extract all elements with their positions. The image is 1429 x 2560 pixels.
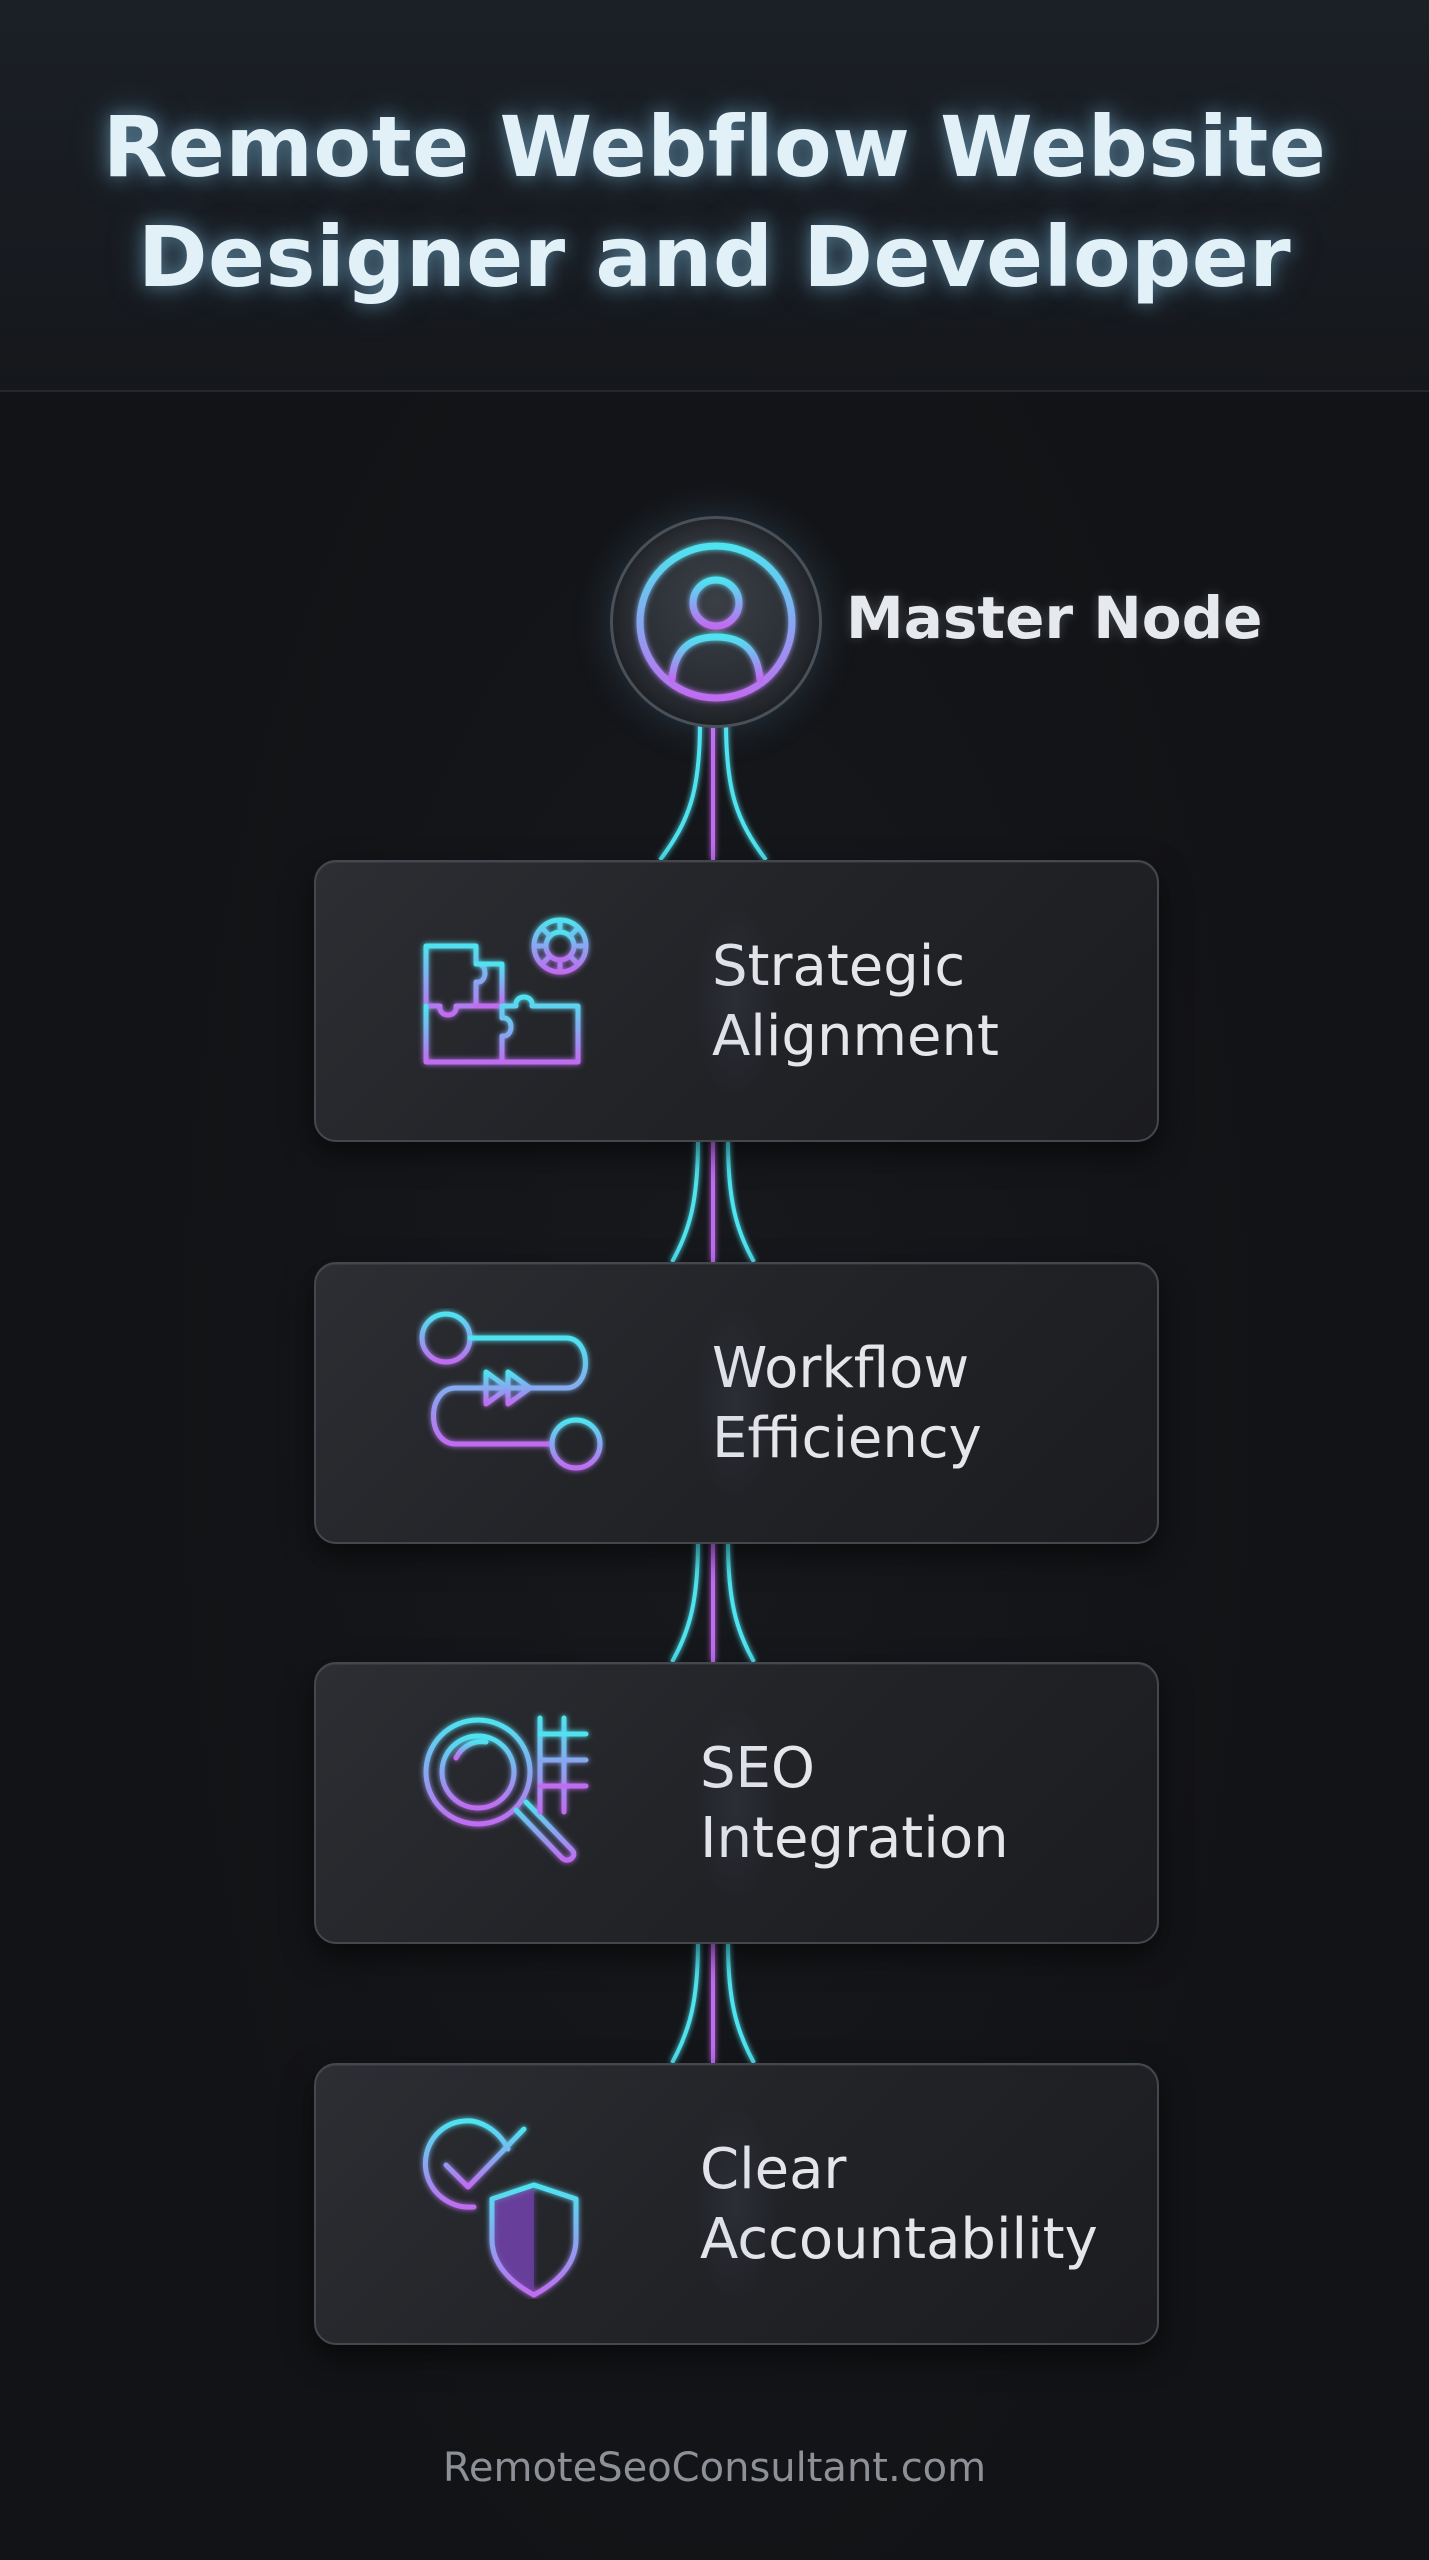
step-label-line-1: Clear (700, 2137, 847, 2202)
footer-website: RemoteSeoConsultant.com (442, 2445, 987, 2491)
magnifier-icon (423, 1715, 589, 1863)
connector-workflow-to-seo (670, 1540, 756, 1663)
step-label-line-2: Alignment (712, 1004, 999, 1069)
step-label-line-1: Strategic (712, 934, 966, 999)
title-line-2: Designer and Developer (137, 208, 1292, 306)
step-label-line-1: SEO (700, 1736, 816, 1801)
master-node (610, 516, 822, 728)
connector-master-to-strategic (658, 721, 768, 862)
step-label-clear-accountability: Clear Accountability (700, 2135, 1098, 2275)
header: Remote Webflow Website Designer and Deve… (0, 0, 1429, 392)
step-label-line-2: Accountability (700, 2207, 1098, 2272)
step-card-clear-accountability: Clear Accountability (314, 2063, 1159, 2345)
page-title: Remote Webflow Website Designer and Deve… (0, 92, 1429, 312)
step-label-line-2: Efficiency (712, 1406, 982, 1471)
step-label-seo-integration: SEO Integration (700, 1734, 1009, 1874)
workflow-path-icon (419, 1311, 603, 1471)
connector-seo-to-accountability (670, 1941, 756, 2064)
user-icon (636, 542, 796, 702)
step-label-line-2: Integration (700, 1806, 1009, 1871)
puzzle-gear-icon (423, 917, 589, 1065)
step-label-workflow-efficiency: Workflow Efficiency (712, 1334, 982, 1474)
check-shield-icon (422, 2118, 579, 2298)
connector-strategic-to-workflow (670, 1139, 756, 1263)
step-label-strategic-alignment: Strategic Alignment (712, 932, 999, 1072)
master-node-label: Master Node (846, 584, 1263, 652)
step-label-line-1: Workflow (712, 1336, 970, 1401)
title-line-1: Remote Webflow Website (102, 98, 1327, 196)
step-card-strategic-alignment: Strategic Alignment (314, 860, 1159, 1142)
step-card-workflow-efficiency: Workflow Efficiency (314, 1262, 1159, 1544)
step-card-seo-integration: SEO Integration (314, 1662, 1159, 1944)
